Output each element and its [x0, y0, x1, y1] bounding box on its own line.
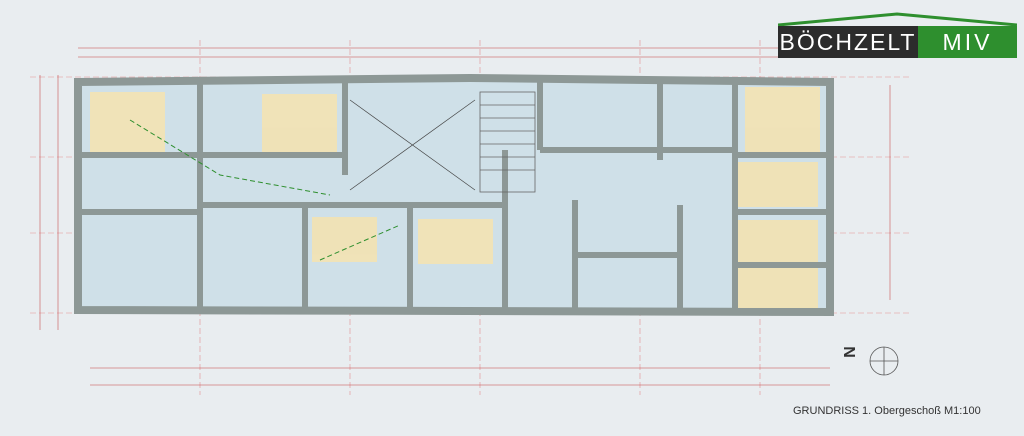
roof-line-icon: [778, 12, 1017, 26]
company-logo: BÖCHZELT MIV: [778, 12, 1017, 58]
plan-caption: GRUNDRISS 1. Obergeschoß M1:100: [793, 405, 981, 417]
staircase: [479, 91, 536, 193]
north-label: N: [839, 346, 857, 358]
logo-name: BÖCHZELT: [778, 26, 918, 58]
logo-suffix: MIV: [918, 26, 1017, 58]
building-outline: [74, 73, 834, 317]
dimension-lines: [39, 47, 900, 386]
wet-rooms: [90, 87, 820, 308]
north-arrow: [869, 346, 899, 376]
installation-traces: [129, 119, 401, 261]
interior-walls: [82, 82, 830, 312]
courtyard-lines: [349, 99, 476, 191]
